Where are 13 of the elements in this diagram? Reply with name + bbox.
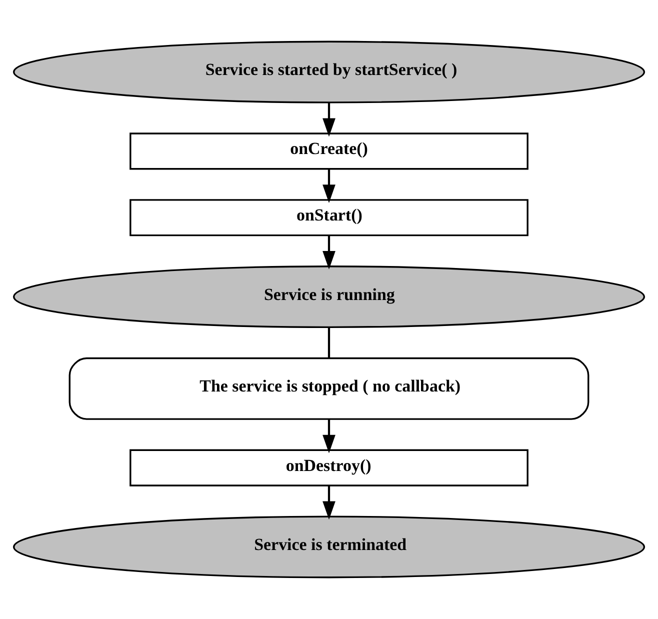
- node-box: The service is stopped ( no callback): [68, 357, 590, 420]
- arrow: [322, 419, 336, 454]
- node-box: onStart(): [130, 199, 528, 236]
- node-box: onDestroy(): [130, 449, 528, 486]
- node-box: onCreate(): [130, 132, 528, 170]
- node-ellipse: Service is started by startService( ): [12, 40, 646, 104]
- arrow: [322, 169, 336, 204]
- arrow: [322, 486, 336, 520]
- node-ellipse: Service is running: [12, 266, 646, 328]
- arrow: [322, 236, 336, 270]
- arrow: [322, 102, 336, 137]
- node-ellipse: Service is terminated: [12, 516, 646, 578]
- connector: [328, 327, 330, 358]
